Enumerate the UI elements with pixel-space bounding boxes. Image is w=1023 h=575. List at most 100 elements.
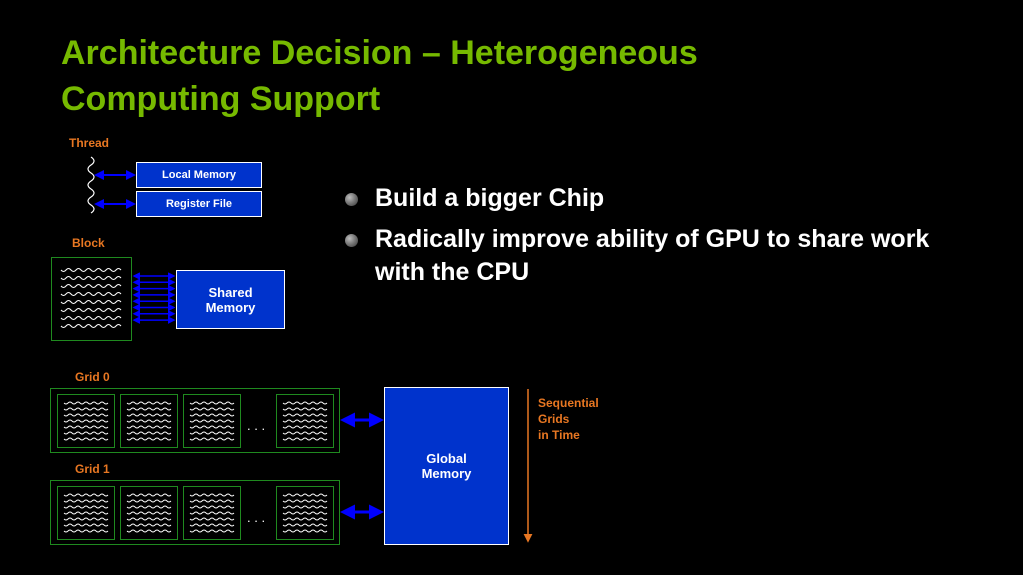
- sequential-line-3: in Time: [538, 428, 580, 442]
- grid-1-block: [57, 486, 115, 540]
- thread-wave: [282, 407, 328, 411]
- thread-wave: [282, 517, 328, 521]
- thread-wave: [60, 300, 122, 304]
- bullet-list: Build a bigger Chip Radically improve ab…: [345, 182, 965, 297]
- bullet-text: Radically improve ability of GPU to shar…: [375, 225, 930, 286]
- bullet-text: Build a bigger Chip: [375, 184, 605, 212]
- block-threads-icon: [60, 268, 122, 328]
- grid-1-block: [183, 486, 241, 540]
- thread-wave: [282, 499, 328, 503]
- grid-0-label: Grid 0: [75, 370, 110, 384]
- slide-title-line-1: Architecture Decision – Heterogeneous: [61, 34, 698, 72]
- thread-wave: [282, 505, 328, 509]
- thread-wave: [60, 276, 122, 280]
- shared-memory-line-1: Shared: [208, 284, 253, 300]
- thread-wave: [126, 511, 172, 515]
- thread-wave: [63, 529, 109, 533]
- thread-wave: [189, 523, 235, 527]
- thread-wave: [126, 419, 172, 423]
- block-label: Block: [72, 236, 105, 250]
- thread-wave: [126, 505, 172, 509]
- shared-memory-line-2: Memory: [205, 299, 256, 315]
- global-memory-line-1: Global: [426, 451, 467, 466]
- thread-wave: [126, 413, 172, 417]
- bullet-item: Build a bigger Chip: [345, 182, 965, 215]
- thread-wave: [189, 437, 235, 441]
- thread-wave: [282, 431, 328, 435]
- thread-wave: [60, 284, 122, 288]
- thread-wave: [189, 499, 235, 503]
- thread-wave: [126, 499, 172, 503]
- thread-wave: [126, 517, 172, 521]
- grid-1-block: [120, 486, 178, 540]
- grid-1-block: [276, 486, 334, 540]
- grid-0-box: [50, 388, 340, 453]
- thread-wave: [189, 505, 235, 509]
- shared-memory-arrows: [132, 272, 176, 324]
- global-memory-box: Global Memory: [384, 387, 509, 545]
- thread-wave: [60, 316, 122, 320]
- sequential-line-1: Sequential: [538, 396, 599, 410]
- thread-wave: [189, 401, 235, 405]
- thread-wave: [63, 419, 109, 423]
- grid-0-block: [120, 394, 178, 448]
- grid-0-block: [276, 394, 334, 448]
- thread-label: Thread: [69, 136, 110, 150]
- bullet-dot-icon: [345, 234, 358, 247]
- grid-1-box: [50, 480, 340, 545]
- slide-title: Architecture Decision – Heterogeneous Co…: [61, 30, 961, 122]
- thread-wave: [126, 407, 172, 411]
- thread-wave: [63, 413, 109, 417]
- thread-squiggle-icon: [87, 156, 95, 214]
- thread-wave: [63, 437, 109, 441]
- register-file-box: Register File: [136, 191, 262, 217]
- bullet-dot-icon: [345, 193, 358, 206]
- thread-wave: [63, 499, 109, 503]
- thread-wave: [63, 511, 109, 515]
- thread-wave: [126, 529, 172, 533]
- grid-0-ellipsis: . . .: [247, 418, 266, 433]
- grid-threads-icon: [63, 401, 328, 533]
- thread-wave: [282, 529, 328, 533]
- thread-wave: [189, 493, 235, 497]
- thread-wave: [282, 419, 328, 423]
- thread-wave: [63, 493, 109, 497]
- slide-title-line-2: Computing Support: [61, 80, 381, 118]
- grid-0-block: [57, 394, 115, 448]
- grid-1-label: Grid 1: [75, 462, 110, 476]
- thread-wave: [126, 437, 172, 441]
- thread-wave: [60, 308, 122, 312]
- thread-wave: [189, 413, 235, 417]
- thread-wave: [126, 493, 172, 497]
- thread-wave: [189, 407, 235, 411]
- thread-wave: [63, 407, 109, 411]
- sequential-line-2: Grids: [538, 412, 570, 426]
- thread-wave: [63, 425, 109, 429]
- thread-wave: [63, 523, 109, 527]
- thread-wave: [189, 511, 235, 515]
- thread-wave: [63, 517, 109, 521]
- global-memory-line-2: Memory: [421, 466, 472, 481]
- thread-wave: [282, 493, 328, 497]
- thread-wave: [189, 529, 235, 533]
- thread-wave: [282, 401, 328, 405]
- thread-wave: [126, 401, 172, 405]
- thread-wave: [126, 523, 172, 527]
- thread-wave: [189, 517, 235, 521]
- thread-wave: [189, 419, 235, 423]
- sequential-grids-label: Sequential Grids in Time: [538, 395, 599, 443]
- thread-wave: [282, 511, 328, 515]
- thread-wave: [60, 324, 122, 328]
- block-box: [51, 257, 132, 341]
- thread-wave: [63, 431, 109, 435]
- thread-wave: [282, 425, 328, 429]
- thread-wave: [189, 425, 235, 429]
- thread-wave: [60, 268, 122, 272]
- bullet-item: Radically improve ability of GPU to shar…: [345, 223, 965, 289]
- thread-wave: [63, 401, 109, 405]
- thread-wave: [189, 431, 235, 435]
- thread-wave: [126, 431, 172, 435]
- thread-wave: [282, 437, 328, 441]
- thread-wave: [60, 292, 122, 296]
